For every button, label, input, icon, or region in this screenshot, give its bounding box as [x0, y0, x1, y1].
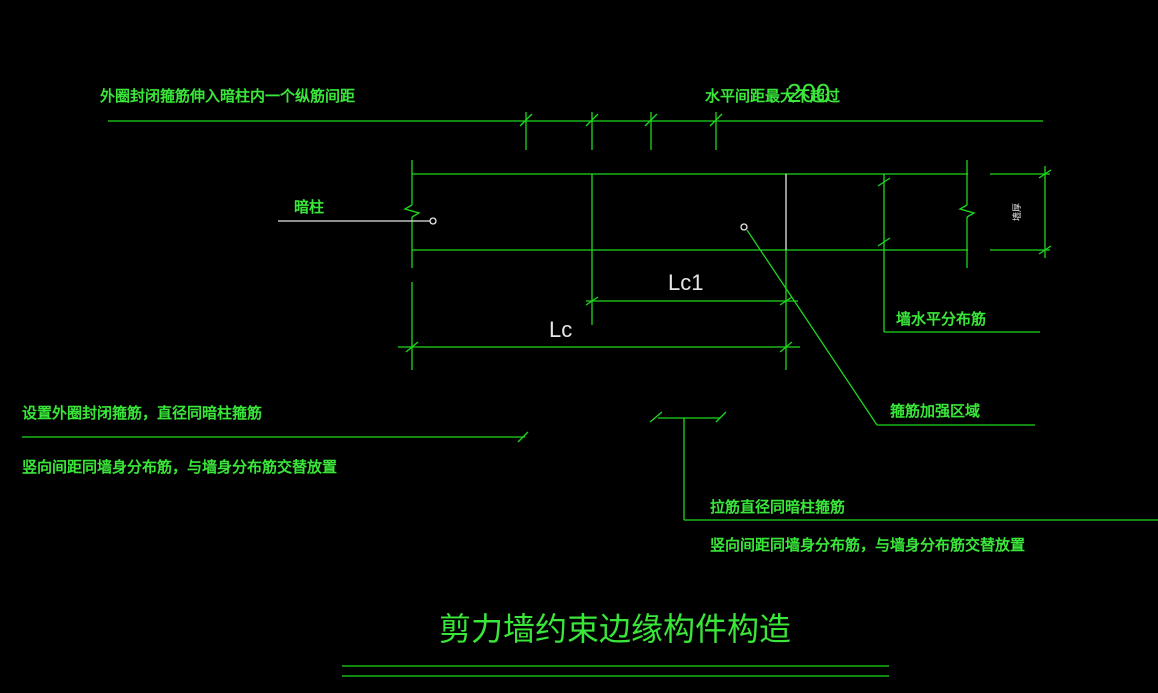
tie-note-line-1: 拉筋直径同暗柱箍筋: [710, 498, 845, 516]
left-note-line-1: 设置外圈封闭箍筋，直径同暗柱箍筋: [22, 404, 262, 422]
wall-horizontal-rebar-leader: 墙水平分布筋: [884, 310, 1040, 333]
lc1-label: Lc1: [668, 270, 703, 295]
lc1-dimension: Lc1: [585, 270, 798, 306]
top-right-value: 200: [787, 78, 830, 108]
top-right-label: 水平间距最大不超过: [705, 87, 840, 105]
wall-outline: [403, 160, 1050, 370]
tie-note: 拉筋直径同暗柱箍筋 竖向间距同墙身分布筋，与墙身分布筋交替放置: [649, 411, 1158, 554]
lc-dimension: Lc: [398, 317, 800, 353]
drawing-title: 剪力墙约束边缘构件构造: [342, 610, 889, 677]
top-dimension: [108, 112, 1043, 150]
stirrup-zone-label: 箍筋加强区域: [890, 402, 980, 420]
tie-note-line-2: 竖向间距同墙身分布筋，与墙身分布筋交替放置: [710, 536, 1025, 554]
stirrup-zone-leader: 箍筋加强区域: [740, 223, 1035, 426]
top-left-label: 外圈封闭箍筋伸入暗柱内一个纵筋间距: [99, 87, 355, 105]
lc-label: Lc: [549, 317, 572, 342]
wall-thickness-dimension: 墙厚: [1011, 166, 1052, 258]
wall-horizontal-rebar-label: 墙水平分布筋: [896, 310, 986, 328]
left-note: 设置外圈封闭箍筋，直径同暗柱箍筋 竖向间距同墙身分布筋，与墙身分布筋交替放置: [22, 404, 529, 476]
wall-thickness-label: 墙厚: [1011, 203, 1023, 221]
drawing-title-text: 剪力墙约束边缘构件构造: [439, 610, 791, 648]
an-zhu-label: 暗柱: [294, 198, 324, 216]
an-zhu-leader: 暗柱: [278, 198, 437, 225]
left-note-line-2: 竖向间距同墙身分布筋，与墙身分布筋交替放置: [22, 458, 337, 476]
